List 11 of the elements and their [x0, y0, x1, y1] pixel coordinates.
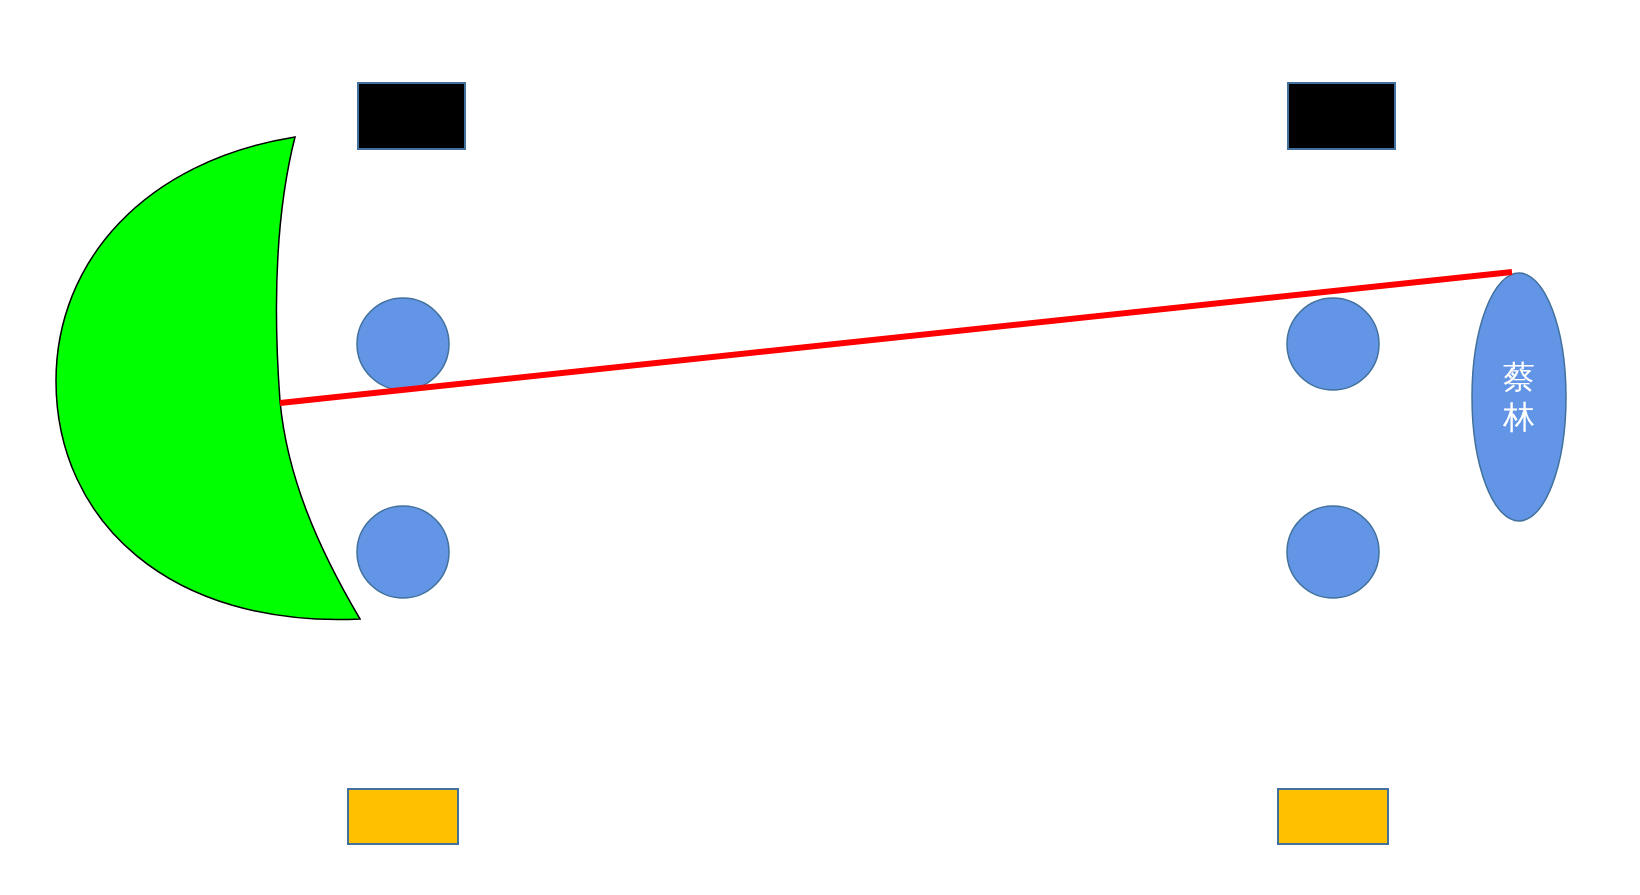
connector-line: [279, 269, 1513, 406]
rectangle-block: [1277, 788, 1389, 845]
rectangle-block: [357, 82, 466, 150]
circle-shape: [356, 505, 450, 599]
ellipse-shape: [1471, 272, 1567, 522]
circle-shape: [356, 297, 450, 391]
rectangle-block: [347, 788, 459, 845]
circle-shape: [1286, 505, 1380, 599]
rectangle-block: [1287, 82, 1396, 150]
node-label: 蔡林: [1503, 357, 1535, 437]
circle-shape: [1286, 297, 1380, 391]
